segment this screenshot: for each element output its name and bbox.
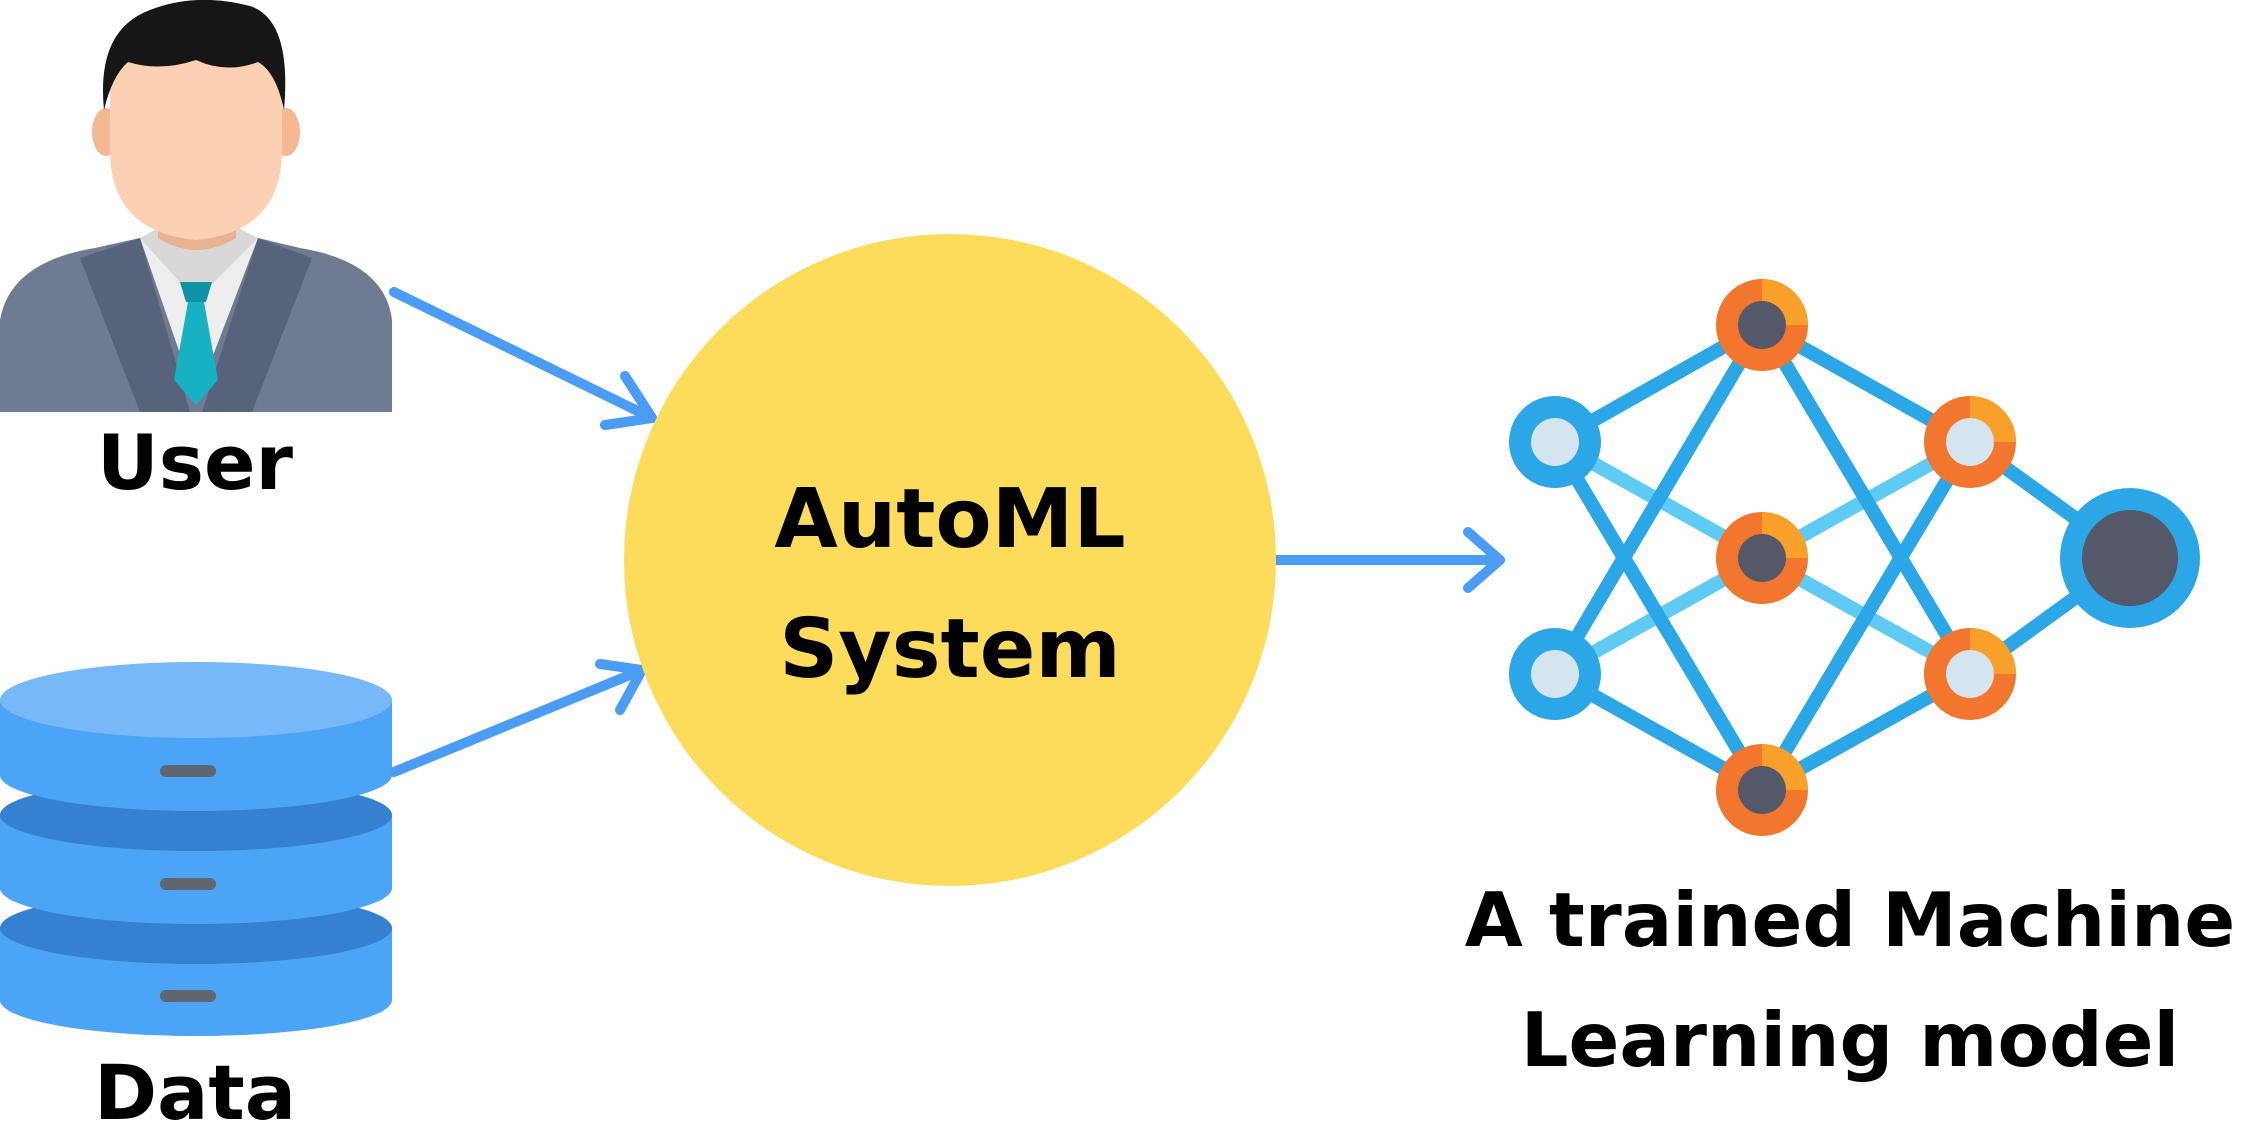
hidden-node bbox=[1716, 744, 1808, 836]
hidden-node bbox=[1924, 628, 2016, 720]
automl-core-circle bbox=[624, 234, 1276, 886]
automl-system-label: AutoML System bbox=[624, 455, 1276, 714]
database-icon bbox=[0, 662, 392, 1036]
data-label: Data bbox=[94, 1048, 296, 1137]
hidden-node bbox=[1716, 512, 1808, 604]
hidden-node bbox=[1924, 396, 2016, 488]
neural-network-icon bbox=[1509, 279, 2200, 836]
automl-system-label-line2: System bbox=[779, 601, 1121, 697]
arrow-user-to-core bbox=[389, 287, 657, 430]
input-node bbox=[1509, 396, 1601, 488]
automl-system-label-line1: AutoML bbox=[774, 472, 1126, 567]
businessman-icon bbox=[0, 0, 392, 412]
user-label: User bbox=[97, 418, 293, 507]
input-node bbox=[1509, 628, 1601, 720]
trained-model-label: A trained Machine Learning model bbox=[1460, 860, 2240, 1100]
output-node bbox=[2060, 488, 2200, 628]
trained-model-label-line2: Learning model bbox=[1520, 996, 2180, 1084]
hidden-node bbox=[1716, 279, 1808, 371]
arrow-data-to-core bbox=[389, 659, 647, 777]
arrow-core-to-model bbox=[1271, 527, 1505, 593]
trained-model-label-line1: A trained Machine bbox=[1464, 876, 2236, 964]
